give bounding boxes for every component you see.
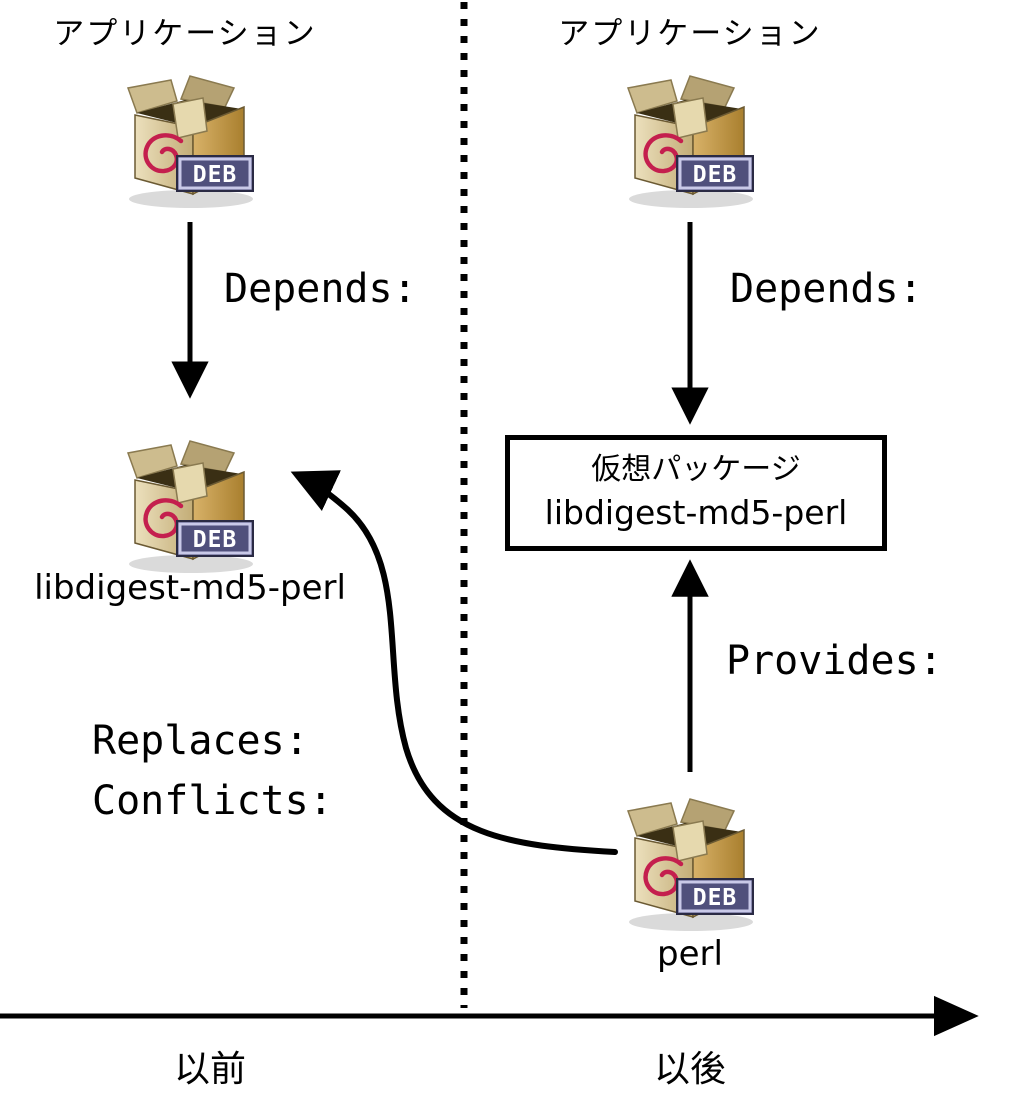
perl-package-label: perl	[657, 934, 723, 974]
conflicts-label: Conflicts:	[92, 778, 333, 824]
replaces-conflicts-arrow	[290, 470, 618, 855]
axis-after-label: 以後	[653, 1049, 726, 1090]
perl-package-icon	[615, 778, 765, 933]
axis-before-label: 以前	[173, 1049, 246, 1090]
provides-label: Provides:	[726, 638, 943, 684]
replaces-label: Replaces:	[92, 718, 309, 764]
libdigest-package-label: libdigest-md5-perl	[34, 568, 346, 608]
left-depends-label: Depends:	[224, 266, 417, 312]
libdigest-package-icon	[115, 420, 265, 575]
right-app-label: アプリケーション	[558, 16, 822, 52]
right-depends-label: Depends:	[730, 266, 923, 312]
virtual-package-title: 仮想パッケージ	[591, 452, 801, 488]
right-app-package-icon	[615, 55, 765, 210]
virtual-package-name: libdigest-md5-perl	[544, 492, 848, 532]
left-app-label: アプリケーション	[53, 16, 317, 52]
left-app-package-icon	[115, 55, 265, 210]
virtual-package-box: 仮想パッケージ libdigest-md5-perl	[505, 435, 887, 551]
